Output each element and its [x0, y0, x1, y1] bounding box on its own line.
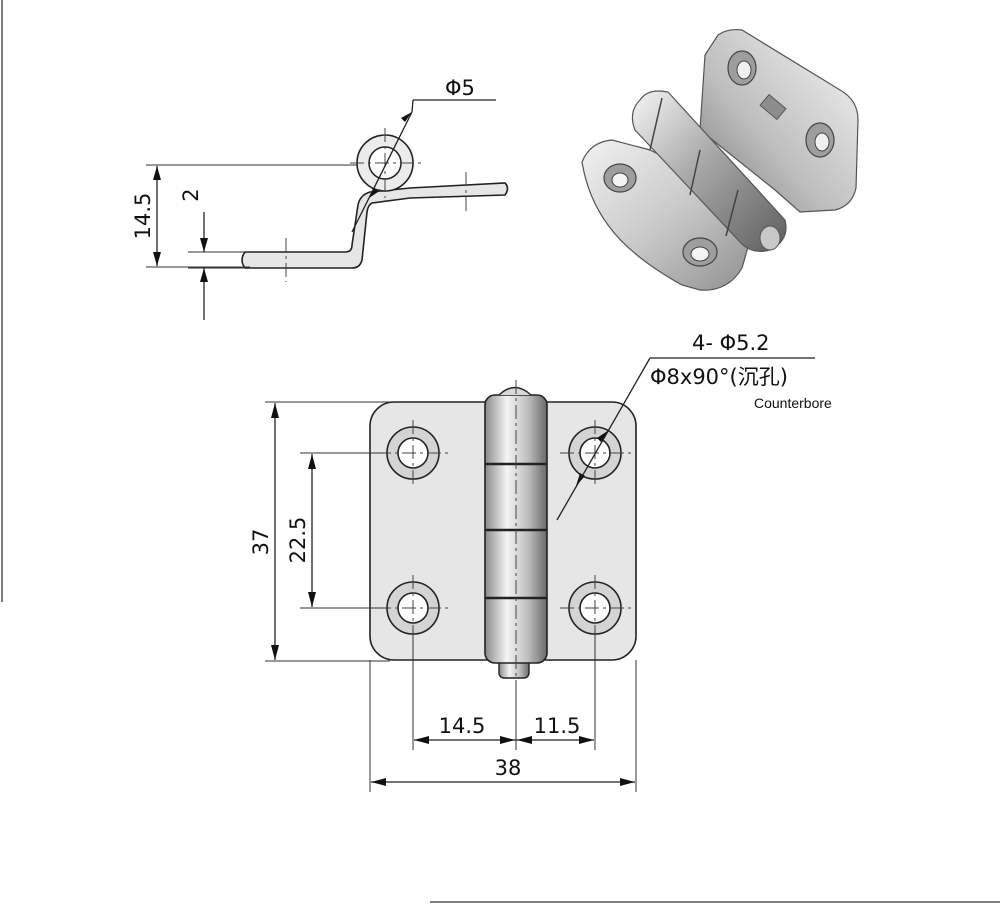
- total-height-label: 37: [249, 529, 273, 556]
- front-view: 4- Φ5.2 Φ8x90°(沉孔) Counterbore 37 22.5 1…: [249, 331, 832, 792]
- side-view: Φ5 14.5 2: [131, 76, 509, 320]
- counterbore-label: Counterbore: [754, 395, 832, 411]
- render-pin-end: [759, 225, 781, 251]
- side-profile: [241, 182, 509, 269]
- hinge-3d-render: [581, 28, 859, 291]
- right-offset-label: 11.5: [534, 714, 581, 738]
- hole-spacing-label: 22.5: [286, 517, 310, 564]
- counterbore-spec-label: Φ8x90°(沉孔): [650, 365, 788, 389]
- total-width-label: 38: [495, 756, 522, 780]
- height-label: 14.5: [131, 193, 155, 240]
- hole-spec-label: 4- Φ5.2: [692, 331, 770, 355]
- thickness-label: 2: [179, 188, 203, 201]
- left-offset-label: 14.5: [439, 714, 486, 738]
- pin-diameter-label: Φ5: [445, 76, 475, 100]
